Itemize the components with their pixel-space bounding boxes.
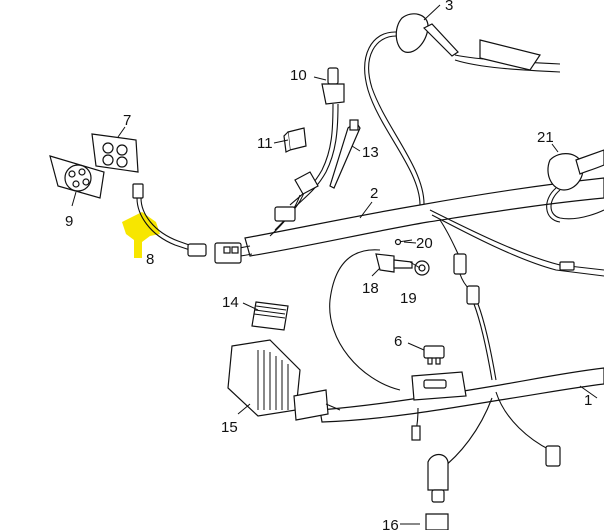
cable-tie-part-13 [329,119,361,189]
socket-part-9 [49,155,105,199]
callout-10: 10 [290,67,307,84]
sheet-part-14 [251,301,289,331]
switch-part-10 [289,67,345,209]
callout-16: 16 [382,517,399,530]
callout-21: 21 [537,129,554,146]
upper-wire-loop [364,13,561,206]
callout-18: 18 [362,280,379,297]
callouts: 1 2 3 6 7 8 9 10 11 13 14 15 16 18 19 20… [65,0,592,530]
screw-part-20 [394,238,413,246]
socket-part-7 [91,133,139,173]
right-wire-branch [429,209,604,277]
callout-6: 6 [394,333,402,350]
regulator-part-15 [227,339,341,421]
connector-part-21 [546,149,604,223]
callout-2: 2 [370,185,378,202]
callout-9: 9 [65,213,73,230]
callout-3: 3 [445,0,453,14]
highlight-marker [122,212,160,258]
main-harness-part-1 [319,367,604,471]
callout-20: 20 [416,235,433,252]
plug-part-16 [425,453,449,530]
leader-lines [71,4,598,525]
callout-11: 11 [257,135,273,152]
sensor-part-18 [329,249,413,391]
fuse-part-6 [423,345,445,365]
main-harness-part-2 [214,177,604,264]
wire-part-8 [122,183,207,258]
callout-19: 19 [400,290,417,307]
callout-8: 8 [146,251,154,268]
callout-14: 14 [222,294,239,311]
center-connectors [439,219,497,381]
callout-13: 13 [362,144,379,161]
callout-7: 7 [123,112,131,129]
grommet-part-19 [414,260,430,276]
callout-1: 1 [584,392,592,409]
clip-part-11 [283,127,307,153]
callout-15: 15 [221,419,238,436]
